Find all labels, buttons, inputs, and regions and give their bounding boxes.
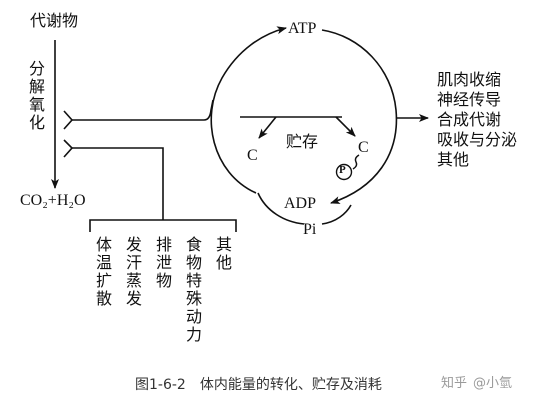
- heat-output-food-dynamic-action: 食物特殊动力: [183, 236, 202, 344]
- atp-cycle-upper-arc: [210, 26, 287, 194]
- storage-label: 贮存: [286, 132, 319, 151]
- adp-pi-arc: [257, 192, 305, 225]
- metabolite-label: 代谢物: [30, 11, 79, 30]
- energy-branch-fork: [63, 110, 74, 130]
- atp-label: ATP: [288, 20, 317, 37]
- co2-h2o-label: CO₂+H₂O: [20, 192, 86, 209]
- storage-left-arrow: [258, 116, 277, 139]
- watermark: 知乎 @小氫: [441, 372, 512, 391]
- creatine-left-label: C: [247, 147, 258, 164]
- heat-branch-fork: [63, 139, 74, 158]
- energy-to-heat-line: [72, 147, 164, 220]
- heat-output-other: 其他: [213, 236, 232, 272]
- oxidation-label: 分解氧化: [26, 60, 45, 132]
- energy-use-other: 其他: [437, 150, 470, 169]
- heat-output-bracket: [89, 219, 237, 232]
- energy-use-list: 肌肉收缩 神经传导 合成代谢 吸收与分泌 其他: [437, 70, 517, 170]
- figure-title: 体内能量的转化、贮存及消耗: [199, 377, 382, 393]
- energy-use-muscle-contraction: 肌肉收缩: [437, 70, 502, 89]
- phosphate-symbol: P: [339, 164, 346, 176]
- atp-cycle-right-arc: [321, 29, 398, 204]
- pi-return-arc: [321, 204, 352, 225]
- energy-to-atp-line: [72, 99, 214, 121]
- energy-use-nerve-conduction: 神经传导: [437, 90, 502, 109]
- pi-label: Pi: [303, 221, 317, 238]
- creatine-right-label: C: [358, 139, 369, 156]
- heat-output-body-temperature: 体温扩散: [93, 236, 112, 308]
- storage-right-arrow: [335, 116, 356, 137]
- phosphate-circle: [335, 163, 353, 181]
- heat-output-sweating: 发汗蒸发: [123, 236, 142, 308]
- watermark-author: @小氫: [473, 376, 513, 391]
- heat-output-excretion: 排泄物: [153, 236, 172, 290]
- figure-caption: 图1-6-2 体内能量的转化、贮存及消耗: [135, 374, 382, 394]
- watermark-site: 知乎: [441, 376, 468, 391]
- figure-number: 图1-6-2: [135, 377, 186, 393]
- adp-label: ADP: [284, 195, 317, 212]
- energy-use-anabolism: 合成代谢: [437, 110, 502, 129]
- phosphate-bond-squiggle: [352, 154, 360, 170]
- energy-use-absorption-secretion: 吸收与分泌: [437, 130, 518, 149]
